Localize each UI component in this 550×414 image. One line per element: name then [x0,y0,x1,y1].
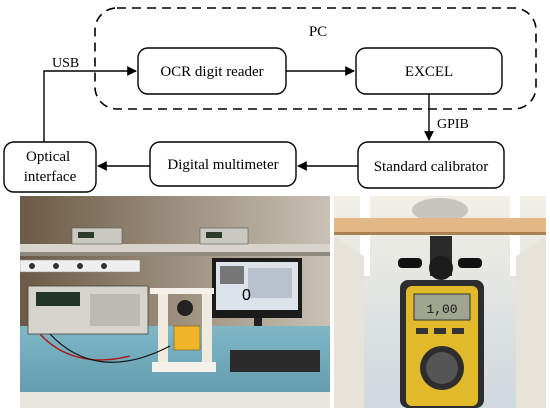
node-standard-calibrator: Standard calibrator [357,141,505,189]
lab-bench-photo-illustration: 0 [20,196,330,408]
node-optical-label: Optical interface [24,149,77,185]
multimeter-closeup-photo: 1,00 [334,196,546,408]
edge-gpib-label: GPIB [437,117,469,132]
monitor-display-reading: 0 [242,287,251,304]
multimeter-display-reading: 1,00 [426,302,457,317]
node-ocr-digit-reader: OCR digit reader [137,47,287,95]
node-excel-label: EXCEL [405,64,453,80]
node-excel: EXCEL [355,47,503,95]
node-multimeter-label: Digital multimeter [167,157,278,173]
measurement-setup-diagram: PC OCR digit reader EXCEL Optical interf… [3,7,537,193]
edge-usb-arrow [43,66,137,142]
pc-group-label: PC [309,24,327,40]
lab-bench-photo: 0 [20,196,330,408]
node-calibrator-label: Standard calibrator [374,159,489,175]
multimeter-closeup-illustration: 1,00 [334,196,546,408]
node-optical-interface: Optical interface [3,141,97,193]
edge-usb-label: USB [52,56,79,71]
node-ocr-label: OCR digit reader [160,64,263,80]
pc-group-border [94,7,537,110]
node-digital-multimeter: Digital multimeter [149,141,297,187]
